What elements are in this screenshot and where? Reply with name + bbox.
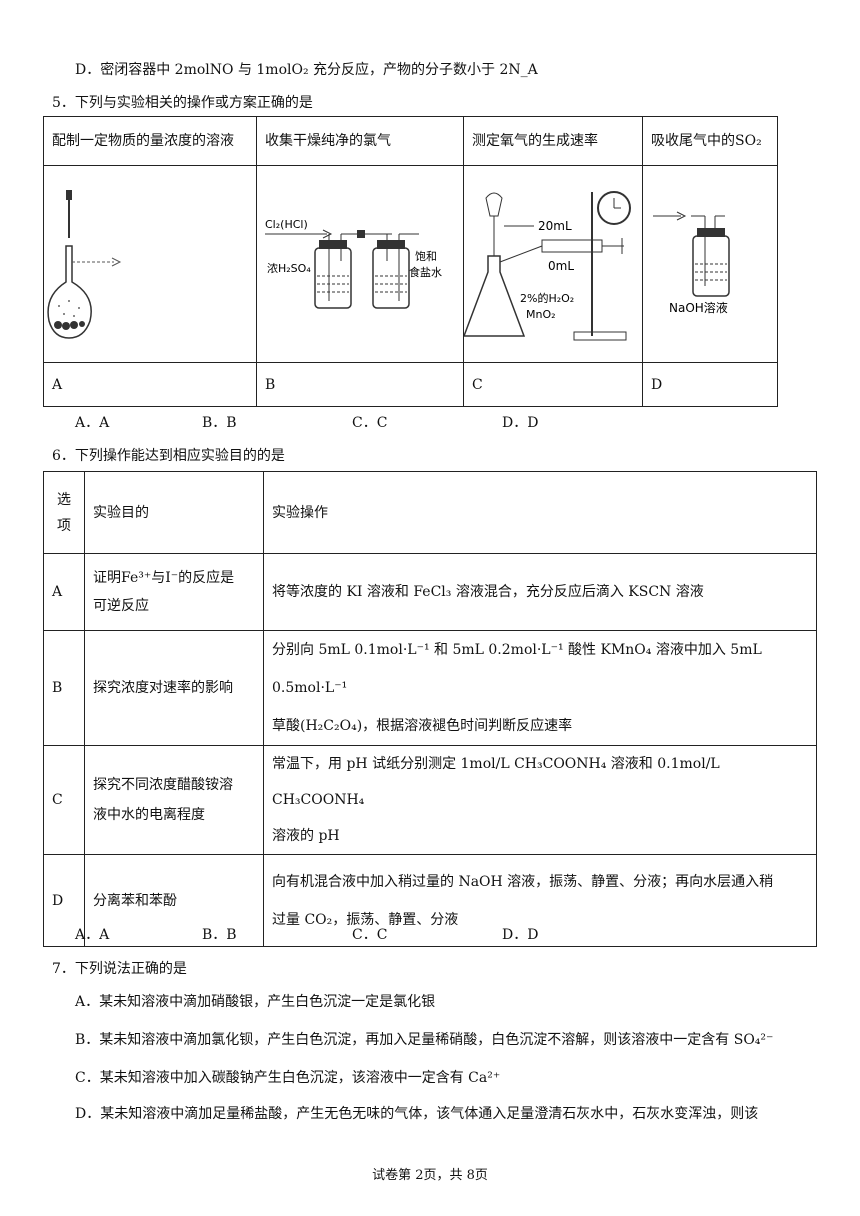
q6-row-b-op: 分别向 5mL 0.1mol·L⁻¹ 和 5mL 0.2mol·L⁻¹ 酸性 K…: [263, 630, 817, 746]
q6-row-c-op: 常温下，用 pH 试纸分别测定 1mol/L CH₃COONH₄ 溶液和 0.1…: [263, 745, 817, 855]
naoh-absorber-diagram: NaOH溶液: [653, 211, 730, 315]
q5-option-c[interactable]: C．C: [352, 415, 388, 431]
q6-header-opt-2: 项: [57, 517, 71, 534]
q6-option-a[interactable]: A．A: [75, 927, 110, 943]
q5-diagram-b: Cl₂(HCl) 浓H₂SO₄: [256, 165, 464, 363]
oxygen-rate-apparatus-diagram: 20mL 0mL 2%的H₂O₂ MnO₂: [462, 191, 631, 341]
naoh-label: NaOH溶液: [669, 300, 728, 315]
h2o2-label: 2%的H₂O₂: [520, 291, 574, 305]
q6-option-d[interactable]: D．D: [502, 927, 539, 943]
q6-row-c-op-1: 常温下，用 pH 试纸分别测定 1mol/L CH₃COONH₄ 溶液和 0.1…: [272, 756, 720, 808]
q5-label-c: C: [463, 362, 643, 407]
q5-header-a: 配制一定物质的量浓度的溶液: [43, 116, 257, 166]
volumetric-flask-diagram: [47, 190, 122, 339]
q5-option-b[interactable]: B．B: [202, 415, 237, 431]
q6-row-d-op-2: 过量 CO₂，振荡、静置、分液: [272, 911, 459, 928]
q6-row-b-opt: B: [43, 630, 85, 746]
q6-row-d-op: 向有机混合液中加入稍过量的 NaOH 溶液，振荡、静置、分液；再向水层通入稍 过…: [263, 854, 817, 947]
q5-option-a[interactable]: A．A: [75, 415, 110, 431]
q6-row-d-op-1: 向有机混合液中加入稍过量的 NaOH 溶液，振荡、静置、分液；再向水层通入稍: [272, 873, 774, 890]
q7-option-c[interactable]: C．某未知溶液中加入碳酸钠产生白色沉淀，该溶液中一定含有 Ca²⁺: [75, 1070, 501, 1086]
q7-option-d[interactable]: D．某未知溶液中滴加足量稀盐酸，产生无色无味的气体，该气体通入足量澄清石灰水中，…: [75, 1106, 759, 1122]
q5-option-d[interactable]: D．D: [502, 415, 539, 431]
q6-row-c-op-2: 溶液的 pH: [272, 828, 340, 844]
q6-row-d-goal: 分离苯和苯酚: [84, 854, 264, 947]
q5-diagram-a: [43, 165, 257, 363]
q6-row-b-op-1: 分别向 5mL 0.1mol·L⁻¹ 和 5mL 0.2mol·L⁻¹ 酸性 K…: [272, 642, 762, 696]
q6-row-c-goal-1: 探究不同浓度醋酸铵溶: [93, 777, 233, 793]
brine-label: 食盐水: [409, 265, 442, 279]
mno2-label: MnO₂: [526, 308, 556, 321]
q5-table: 配制一定物质的量浓度的溶液 收集干燥纯净的氯气 测定氧气的生成速率 吸收尾气中的…: [43, 116, 778, 407]
q5-diagram-d: NaOH溶液: [642, 165, 778, 363]
q6-row-b-op-2: 草酸(H₂C₂O₄)，根据溶液褪色时间判断反应速率: [272, 718, 573, 734]
q7-option-b[interactable]: B．某未知溶液中滴加氯化钡，产生白色沉淀，再加入足量稀硝酸，白色沉淀不溶解，则该…: [75, 1032, 774, 1048]
q6-row-a-op-1: 将等浓度的 KI 溶液和 FeCl₃ 溶液混合，充分反应后滴入 KSCN 溶液: [272, 584, 704, 600]
q6-row-a-goal-2: 可逆反应: [93, 598, 149, 614]
gas-wash-bottles-diagram: Cl₂(HCl) 浓H₂SO₄: [265, 218, 442, 309]
q6-row-c-goal-2: 液中水的电离程度: [93, 807, 205, 823]
q6-row-a-op: 将等浓度的 KI 溶液和 FeCl₃ 溶液混合，充分反应后滴入 KSCN 溶液: [263, 553, 817, 631]
q5-label-d: D: [642, 362, 778, 407]
q7-option-a[interactable]: A．某未知溶液中滴加硝酸银，产生白色沉淀一定是氯化银: [75, 994, 436, 1010]
q6-row-c-goal: 探究不同浓度醋酸铵溶 液中水的电离程度: [84, 745, 264, 855]
q5-stem: 5．下列与实验相关的操作或方案正确的是: [52, 95, 313, 111]
q6-table: 选 项 实验目的 实验操作 A 证明Fe³⁺与I⁻的反应是 可逆反应 将等浓度的…: [43, 471, 817, 947]
syringe-20ml-label: 20mL: [538, 219, 572, 233]
q6-header-opt-1: 选: [57, 491, 71, 508]
q6-row-a-goal-1: 证明Fe³⁺与I⁻的反应是: [93, 570, 235, 586]
q6-row-a-opt: A: [43, 553, 85, 631]
page-footer: 试卷第 2页，共 8页: [372, 1168, 488, 1183]
q6-row-b-goal: 探究浓度对速率的影响: [84, 630, 264, 746]
q6-row-c-opt: C: [43, 745, 85, 855]
q4-option-d: D．密闭容器中 2molNO 与 1molO₂ 充分反应，产物的分子数小于 2N…: [75, 62, 538, 78]
q7-stem: 7．下列说法正确的是: [52, 961, 187, 977]
q6-row-a-goal: 证明Fe³⁺与I⁻的反应是 可逆反应: [84, 553, 264, 631]
q6-header-op: 实验操作: [263, 471, 817, 554]
q6-header-goal: 实验目的: [84, 471, 264, 554]
q5-label-b: B: [256, 362, 464, 407]
gas-label: Cl₂(HCl): [265, 218, 308, 231]
h2so4-label: 浓H₂SO₄: [267, 262, 311, 275]
q5-header-d: 吸收尾气中的SO₂: [642, 116, 778, 166]
q5-label-a: A: [43, 362, 257, 407]
q5-header-c: 测定氧气的生成速率: [463, 116, 643, 166]
syringe-0ml-label: 0mL: [548, 259, 574, 273]
q5-diagram-c: 20mL 0mL 2%的H₂O₂ MnO₂: [462, 165, 643, 363]
q6-stem: 6．下列操作能达到相应实验目的的是: [52, 448, 285, 464]
q5-header-b: 收集干燥纯净的氯气: [256, 116, 464, 166]
q6-option-b[interactable]: B．B: [202, 927, 237, 943]
q6-option-c[interactable]: C．C: [352, 927, 388, 943]
saturated-label: 饱和: [415, 249, 437, 263]
q6-header-option: 选 项: [43, 471, 85, 554]
